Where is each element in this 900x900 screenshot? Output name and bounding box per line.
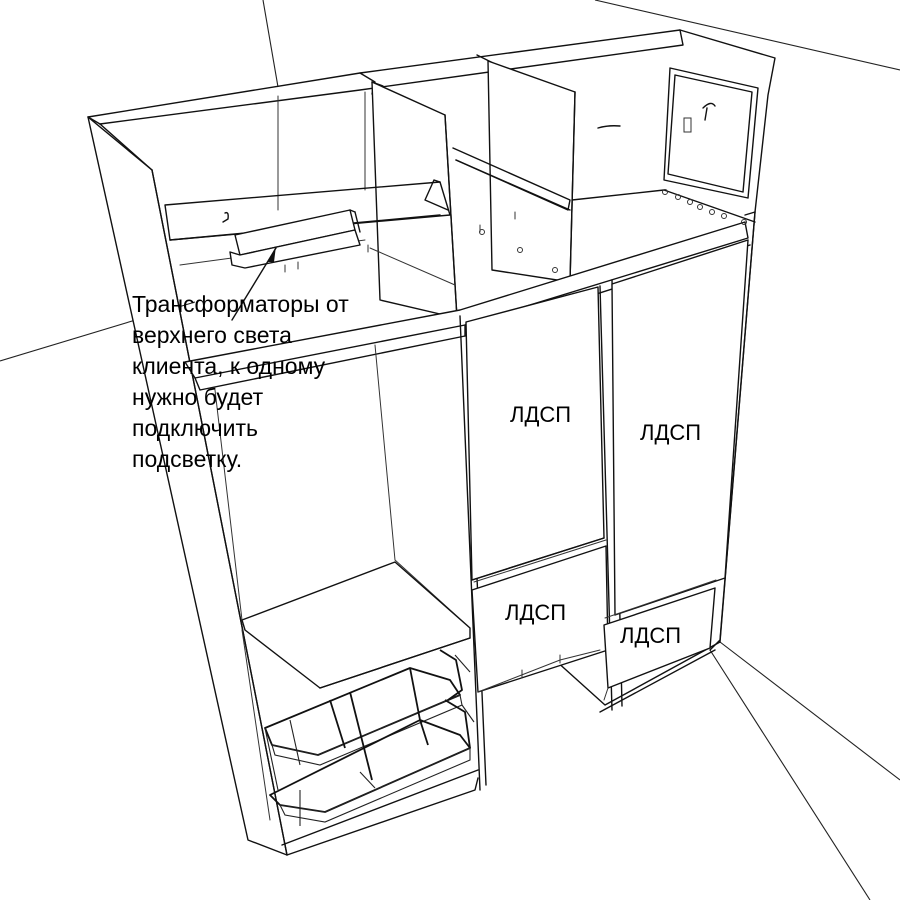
label-drawer-center: ЛДСП: [505, 600, 567, 625]
label-drawer-right: ЛДСП: [620, 623, 682, 648]
transformers: [222, 209, 361, 321]
hooks: [284, 189, 747, 679]
wire-baskets: [264, 649, 475, 826]
label-door-right: ЛДСП: [640, 420, 702, 445]
cabinet-carcass: [87, 29, 776, 856]
transformers-note: Трансформаторы от верхнего света клиента…: [132, 291, 349, 472]
label-door-center: ЛДСП: [510, 402, 572, 427]
center-door: [465, 286, 609, 693]
right-door: [603, 239, 749, 701]
electrical-panel: [597, 67, 759, 199]
